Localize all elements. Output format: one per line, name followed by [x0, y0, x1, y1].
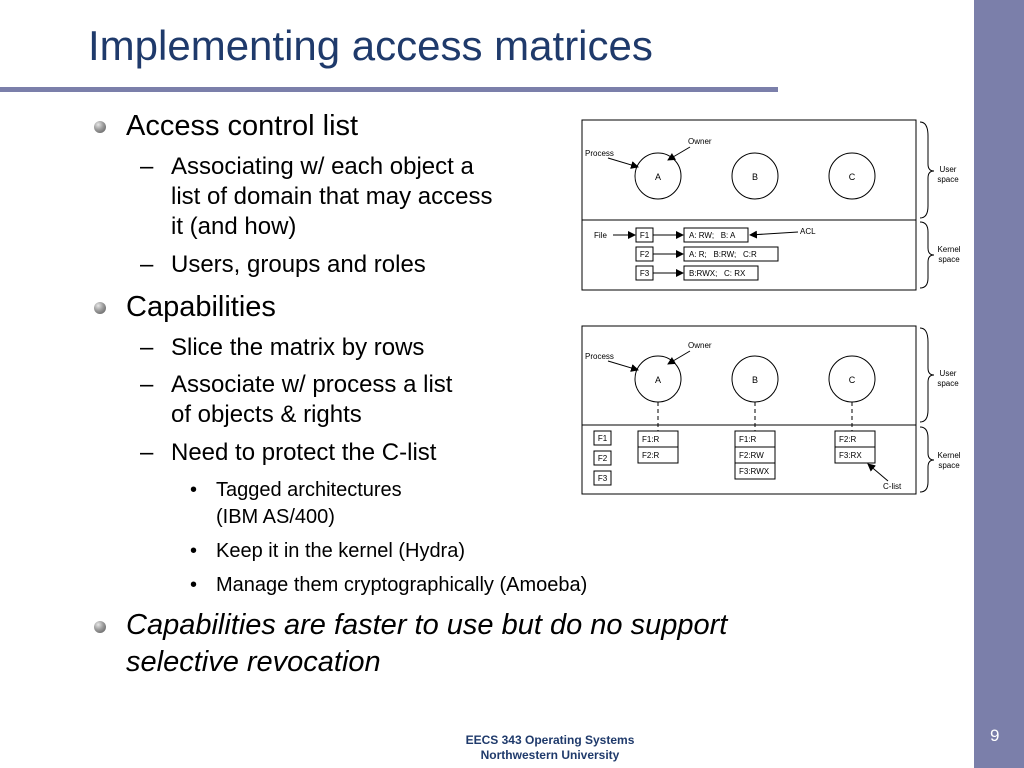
acl-process-label: Process [585, 149, 614, 158]
title-underline [0, 87, 778, 92]
acl-entry: A: R; B:RW; C:R [689, 250, 757, 259]
acl-file-name: F1 [640, 231, 650, 240]
acl-kernel-brace [919, 221, 935, 289]
clist-process-a-label: A [655, 375, 661, 385]
acl-process-b [731, 152, 779, 200]
clist-b-entry: F3:RWX [739, 467, 770, 476]
bullet-marker [94, 302, 106, 314]
acl-entry-box [683, 246, 779, 262]
acl-file-name: F3 [640, 269, 650, 278]
clist-process-label: Process [585, 352, 614, 361]
acl-process-a-label: A [655, 172, 661, 182]
footer-university: Northwestern University [480, 748, 620, 762]
acl-acl-arrow [749, 230, 799, 239]
bullet-acl: Access control list [126, 110, 359, 142]
slide-side-bar [974, 0, 1024, 768]
clist-file-box [593, 450, 612, 466]
cap-sub-protect: Need to protect the C-list [171, 439, 437, 466]
dash-marker: – [140, 153, 154, 180]
acl-owner-label: Owner [688, 137, 712, 146]
clist-owner-arrow [667, 350, 691, 365]
clist-file-name: F1 [598, 434, 608, 443]
clist-a-cell [637, 446, 679, 464]
clist-b-entry: F1:R [739, 435, 757, 444]
acl-process-b-label: B [752, 172, 758, 182]
slide-title: Implementing access matrices [88, 22, 653, 69]
summary-line: selective revocation [126, 646, 381, 678]
clist-clist-arrow [867, 463, 889, 482]
acl-process-c-label: C [849, 172, 856, 182]
cap-item-tagged: Tagged architectures [216, 479, 402, 501]
clist-c-entry: F2:R [839, 435, 857, 444]
bullet-capabilities: Capabilities [126, 291, 276, 323]
acl-sub-line: it (and how) [171, 213, 297, 240]
acl-file-name: F2 [640, 250, 650, 259]
clist-diagram: A B C Process Owner F1 F2 F3 F1:R F2:R F… [581, 325, 961, 495]
acl-file-label: File [594, 231, 607, 240]
clist-owner-label: Owner [688, 341, 712, 350]
dash-marker: – [140, 251, 154, 278]
cap-item-crypto: Manage them cryptographically (Amoeba) [216, 574, 588, 596]
cap-item-tagged: (IBM AS/400) [216, 506, 335, 528]
clist-process-b-label: B [752, 375, 758, 385]
cap-sub-slice: Slice the matrix by rows [171, 334, 425, 361]
clist-c-cell [834, 446, 876, 464]
clist-file-name: F2 [598, 454, 608, 463]
acl-user-brace [919, 121, 935, 219]
acl-sub-line: list of domain that may access [171, 183, 493, 210]
dot-marker: • [190, 574, 198, 596]
acl-diagram: A B C Process Owner File F1 F2 F3 A: RW;… [581, 119, 961, 291]
acl-outer-box [581, 119, 917, 291]
acl-entry-box [683, 227, 749, 243]
acl-process-c [828, 152, 876, 200]
dash-marker: – [140, 371, 154, 398]
footer-course: EECS 343 Operating Systems [465, 733, 635, 747]
clist-a-entry: F1:R [642, 435, 660, 444]
clist-b-entry: F2:RW [739, 451, 764, 460]
dash-marker: – [140, 439, 154, 466]
clist-c-entry: F3:RX [839, 451, 862, 460]
summary-line: Capabilities are faster to use but do no… [126, 609, 728, 641]
clist-kernel-brace [919, 426, 935, 493]
acl-process-a [634, 152, 682, 200]
clist-file-box [593, 470, 612, 486]
acl-sub-users: Users, groups and roles [171, 251, 426, 278]
clist-process-arrow [607, 360, 639, 372]
cap-item-kernel: Keep it in the kernel (Hydra) [216, 540, 466, 562]
acl-owner-arrow [667, 146, 691, 161]
clist-b-cell [734, 462, 776, 480]
cap-sub-associate: Associate w/ process a list [171, 371, 453, 398]
dot-marker: • [190, 479, 198, 501]
clist-process-c-label: C [849, 375, 856, 385]
clist-file-name: F3 [598, 474, 608, 483]
cap-sub-associate: of objects & rights [171, 401, 362, 428]
page-number: 9 [990, 726, 1000, 745]
bullet-marker [94, 621, 106, 633]
acl-process-arrow [607, 157, 639, 169]
acl-entry: A: RW; B: A [689, 231, 736, 240]
acl-acl-label: ACL [800, 227, 816, 236]
clist-clist-label: C-list [883, 482, 902, 491]
dash-marker: – [140, 334, 154, 361]
acl-sub-line: Associating w/ each object a [171, 153, 474, 180]
clist-a-entry: F2:R [642, 451, 660, 460]
acl-entry-box [683, 265, 759, 281]
dot-marker: • [190, 540, 198, 562]
clist-file-box [593, 430, 612, 446]
acl-entry: B:RWX; C: RX [689, 269, 746, 278]
bullet-marker [94, 121, 106, 133]
clist-user-brace [919, 327, 935, 423]
